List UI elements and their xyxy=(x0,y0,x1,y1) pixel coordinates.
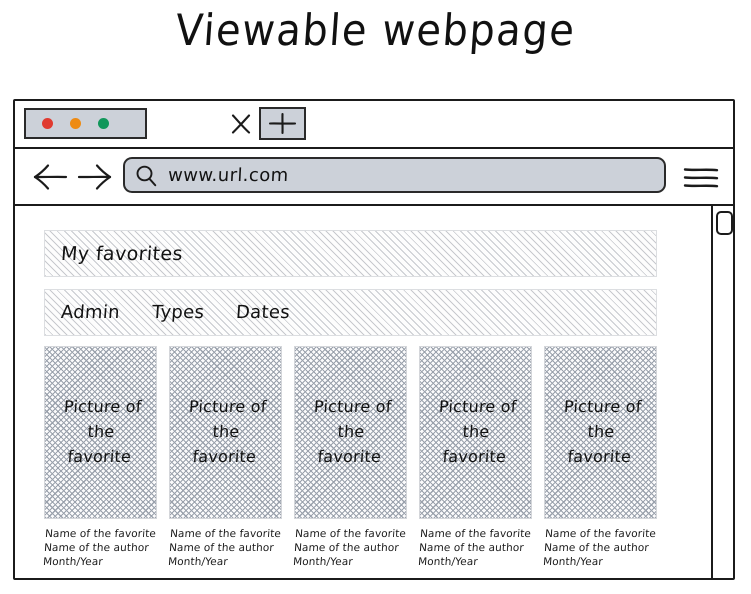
favorite-thumbnail[interactable]: Picture of the favorite xyxy=(169,346,282,519)
hamburger-menu-icon[interactable] xyxy=(681,162,721,192)
favorite-date: Month/Year xyxy=(42,555,104,568)
nav-item-admin[interactable]: Admin xyxy=(60,302,121,323)
favorite-author: Name of the author xyxy=(543,541,650,554)
favorite-thumbnail[interactable]: Picture of the favorite xyxy=(294,346,407,519)
page-viewport: My favorites Admin Types Dates Picture o… xyxy=(15,206,733,578)
maximize-window-dot[interactable] xyxy=(98,118,109,129)
favorite-caption: Name of the favorite Name of the author … xyxy=(418,528,546,570)
favorite-card[interactable]: Picture of the favorite Name of the favo… xyxy=(43,346,171,570)
thumbnail-label: Picture of the favorite xyxy=(312,397,392,466)
favorite-caption: Name of the favorite Name of the author … xyxy=(43,528,171,570)
favorite-thumbnail[interactable]: Picture of the favorite xyxy=(419,346,532,519)
favorite-thumbnail[interactable]: Picture of the favorite xyxy=(44,346,157,519)
close-icon[interactable] xyxy=(228,111,254,137)
thumbnail-label: Picture of the favorite xyxy=(437,397,517,466)
favorite-card[interactable]: Picture of the favorite Name of the favo… xyxy=(418,346,546,570)
favorite-name: Name of the favorite xyxy=(544,528,657,540)
favorite-card[interactable]: Picture of the favorite Name of the favo… xyxy=(543,346,671,570)
favorite-caption: Name of the favorite Name of the author … xyxy=(168,528,296,570)
page-header-banner: My favorites xyxy=(44,230,657,277)
browser-tab-bar xyxy=(15,101,733,149)
favorite-caption: Name of the favorite Name of the author … xyxy=(293,528,421,570)
url-text: www.url.com xyxy=(167,164,290,186)
nav-item-types[interactable]: Types xyxy=(151,302,205,323)
browser-window: www.url.com My favorites Admin Types Dat… xyxy=(13,99,735,580)
favorite-author: Name of the author xyxy=(418,541,525,554)
favorite-date: Month/Year xyxy=(167,555,229,568)
vertical-scrollbar[interactable] xyxy=(711,206,733,578)
window-controls xyxy=(24,108,147,139)
thumbnail-label: Picture of the favorite xyxy=(187,397,267,466)
url-input[interactable]: www.url.com xyxy=(123,157,666,193)
arrow-left-icon[interactable] xyxy=(32,162,68,192)
arrow-right-icon[interactable] xyxy=(77,162,113,192)
favorite-card[interactable]: Picture of the favorite Name of the favo… xyxy=(293,346,421,570)
favorite-author: Name of the author xyxy=(168,541,275,554)
favorite-date: Month/Year xyxy=(542,555,604,568)
scrollbar-thumb[interactable] xyxy=(716,211,733,235)
favorite-author: Name of the author xyxy=(43,541,150,554)
thumbnail-label: Picture of the favorite xyxy=(562,397,642,466)
favorite-card[interactable]: Picture of the favorite Name of the favo… xyxy=(168,346,296,570)
browser-address-bar: www.url.com xyxy=(15,149,733,206)
favorite-name: Name of the favorite xyxy=(169,528,282,540)
favorite-name: Name of the favorite xyxy=(294,528,407,540)
new-tab-button[interactable] xyxy=(259,107,306,140)
magnifier-icon xyxy=(134,163,159,188)
minimize-window-dot[interactable] xyxy=(70,118,81,129)
page-title: Viewable webpage xyxy=(173,6,578,56)
favorite-name: Name of the favorite xyxy=(44,528,157,540)
favorite-caption: Name of the favorite Name of the author … xyxy=(543,528,671,570)
nav-item-dates[interactable]: Dates xyxy=(235,302,291,323)
favorite-date: Month/Year xyxy=(417,555,479,568)
navigation-bar: Admin Types Dates xyxy=(44,289,657,336)
favorite-name: Name of the favorite xyxy=(419,528,532,540)
thumbnail-label: Picture of the favorite xyxy=(62,397,142,466)
favorites-card-grid: Picture of the favorite Name of the favo… xyxy=(43,346,671,570)
favorite-thumbnail[interactable]: Picture of the favorite xyxy=(544,346,657,519)
close-window-dot[interactable] xyxy=(42,118,53,129)
favorite-author: Name of the author xyxy=(293,541,400,554)
page-heading: My favorites xyxy=(60,242,184,265)
favorite-date: Month/Year xyxy=(292,555,354,568)
